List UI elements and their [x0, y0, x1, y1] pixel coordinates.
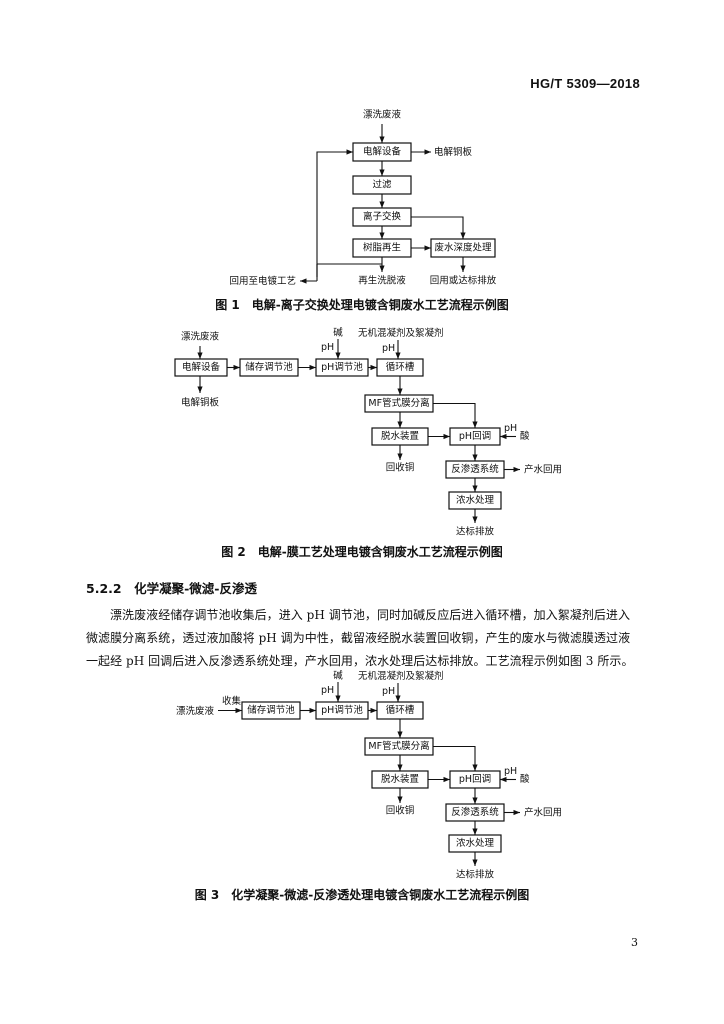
fig2-storage-box: 储存调节池	[239, 358, 299, 377]
fig1-copper-plate-label: 电解铜板	[434, 146, 473, 158]
fig3-ph-adjust-label: pH回调	[459, 774, 491, 785]
fig2-mf-box: MF管式膜分离	[364, 394, 434, 413]
fig3-recover-cu-label: 回收铜	[386, 805, 415, 817]
fig2-ph1-label: pH	[321, 342, 334, 353]
fig2-acid-label: 酸	[520, 430, 530, 442]
fig2-ph2-label: pH	[382, 343, 395, 354]
fig2-ph-tank-box: pH调节池	[315, 358, 369, 377]
fig3-cycle-tank-label: 循环槽	[386, 704, 415, 716]
fig3-input-label: 漂洗废液	[176, 705, 215, 717]
fig1-resin-regen-box: 树脂再生	[352, 238, 412, 258]
fig2-electrolysis-label: 电解设备	[182, 361, 221, 373]
fig2-cycle-tank-box: 循环槽	[376, 358, 424, 377]
fig2-electrolysis-box: 电解设备	[174, 358, 228, 377]
fig3-ro-box: 反渗透系统	[445, 803, 505, 822]
fig3-ro-label: 反渗透系统	[451, 806, 499, 818]
fig1-deep-treatment-label: 废水深度处理	[434, 242, 492, 254]
fig3-ph1-label: pH	[321, 685, 334, 696]
fig2-dewater-box: 脱水装置	[371, 427, 429, 446]
fig3-ph-tank-label: pH调节池	[321, 704, 363, 716]
section-paragraph: 漂洗废液经储存调节池收集后，进入 pH 调节池，同时加碱反应后进入循环槽，加入絮…	[86, 608, 634, 668]
fig2-copper-plate-label: 电解铜板	[181, 397, 220, 409]
fig1-electrolysis-box: 电解设备	[352, 142, 412, 162]
fig2-alkali-label: 碱	[333, 328, 343, 339]
fig3-acid-label: 酸	[520, 773, 530, 785]
figure-1-caption: 图 1 电解-离子交换处理电镀含铜废水工艺流程示例图	[215, 298, 509, 312]
fig2-water-reuse-label: 产水回用	[524, 464, 562, 476]
fig1-ion-exchange-box: 离子交换	[352, 207, 412, 227]
fig2-dewater-label: 脱水装置	[381, 430, 419, 442]
fig3-ph-adjust-box: pH回调	[449, 770, 501, 789]
figure-3-flowchart: 漂洗废液 收集 储存调节池 pH调节池 循环槽 碱 pH 无机混凝剂及絮凝剂 p…	[176, 670, 562, 881]
figure-2-caption: 图 2 电解-膜工艺处理电镀含铜废水工艺流程示例图	[221, 545, 503, 559]
fig1-input-label: 漂洗废液	[363, 109, 402, 121]
fig3-concentrate-box: 浓水处理	[448, 834, 502, 853]
fig3-alkali-label: 碱	[333, 671, 343, 682]
fig1-deep-treatment-box: 废水深度处理	[430, 238, 496, 258]
fig2-discharge-label: 达标排放	[456, 526, 495, 538]
fig2-ro-box: 反渗透系统	[445, 460, 505, 479]
fig1-regen-eluent-label: 再生洗脱液	[358, 275, 406, 287]
fig3-ph2-label: pH	[382, 686, 395, 697]
fig2-mf-label: MF管式膜分离	[368, 397, 429, 409]
page-number: 3	[631, 936, 638, 949]
fig3-mf-box: MF管式膜分离	[364, 737, 434, 756]
fig3-dewater-label: 脱水装置	[381, 773, 419, 785]
fig1-reuse-plating-label: 回用至电镀工艺	[229, 275, 296, 287]
section-heading: 5.2.2 化学凝聚-微滤-反渗透	[86, 581, 257, 596]
fig1-ion-exchange-label: 离子交换	[363, 211, 402, 223]
fig2-ph-tank-label: pH调节池	[321, 361, 363, 373]
fig3-concentrate-label: 浓水处理	[456, 837, 495, 849]
fig3-water-reuse-label: 产水回用	[524, 807, 562, 819]
fig2-storage-label: 储存调节池	[245, 361, 293, 373]
figure-3-caption: 图 3 化学凝聚-微滤-反渗透处理电镀含铜废水工艺流程示例图	[194, 888, 530, 902]
fig3-cycle-tank-box: 循环槽	[376, 701, 424, 720]
fig1-filter-box: 过滤	[352, 175, 412, 195]
fig3-ph-tank-box: pH调节池	[315, 701, 369, 720]
fig3-collect-label: 收集	[222, 695, 242, 707]
fig2-cycle-tank-label: 循环槽	[386, 361, 415, 373]
fig3-mf-label: MF管式膜分离	[368, 740, 429, 752]
fig2-coagulant-label: 无机混凝剂及絮凝剂	[358, 327, 444, 339]
fig3-ph3-label: pH	[504, 766, 517, 777]
fig2-ph3-label: pH	[504, 423, 517, 434]
fig2-recover-cu-label: 回收铜	[386, 462, 415, 474]
fig3-storage-label: 储存调节池	[247, 704, 295, 716]
fig2-concentrate-box: 浓水处理	[448, 491, 502, 510]
fig3-dewater-box: 脱水装置	[371, 770, 429, 789]
figure-2-flowchart: 漂洗废液 电解设备 储存调节池 pH调节池 循环槽 碱 pH 无机混凝剂及絮凝剂…	[174, 327, 562, 538]
standard-code: HG/T 5309—2018	[530, 76, 640, 91]
fig1-electrolysis-label: 电解设备	[363, 146, 402, 158]
fig1-resin-regen-label: 树脂再生	[363, 242, 402, 254]
fig3-discharge-label: 达标排放	[456, 869, 495, 881]
fig3-storage-box: 储存调节池	[241, 701, 301, 720]
fig2-input-label: 漂洗废液	[181, 331, 220, 343]
fig2-ro-label: 反渗透系统	[451, 463, 499, 475]
figure-1-flowchart: 漂洗废液 电解设备 电解铜板 过滤 离子交换 树脂再生 废水深度处理	[229, 109, 497, 288]
fig3-coagulant-label: 无机混凝剂及絮凝剂	[358, 670, 444, 682]
fig2-ph-adjust-box: pH回调	[449, 427, 501, 446]
fig2-ph-adjust-label: pH回调	[459, 431, 491, 442]
fig2-concentrate-label: 浓水处理	[456, 494, 495, 506]
fig1-reuse-discharge-label: 回用或达标排放	[430, 275, 497, 287]
fig1-filter-label: 过滤	[372, 179, 392, 191]
